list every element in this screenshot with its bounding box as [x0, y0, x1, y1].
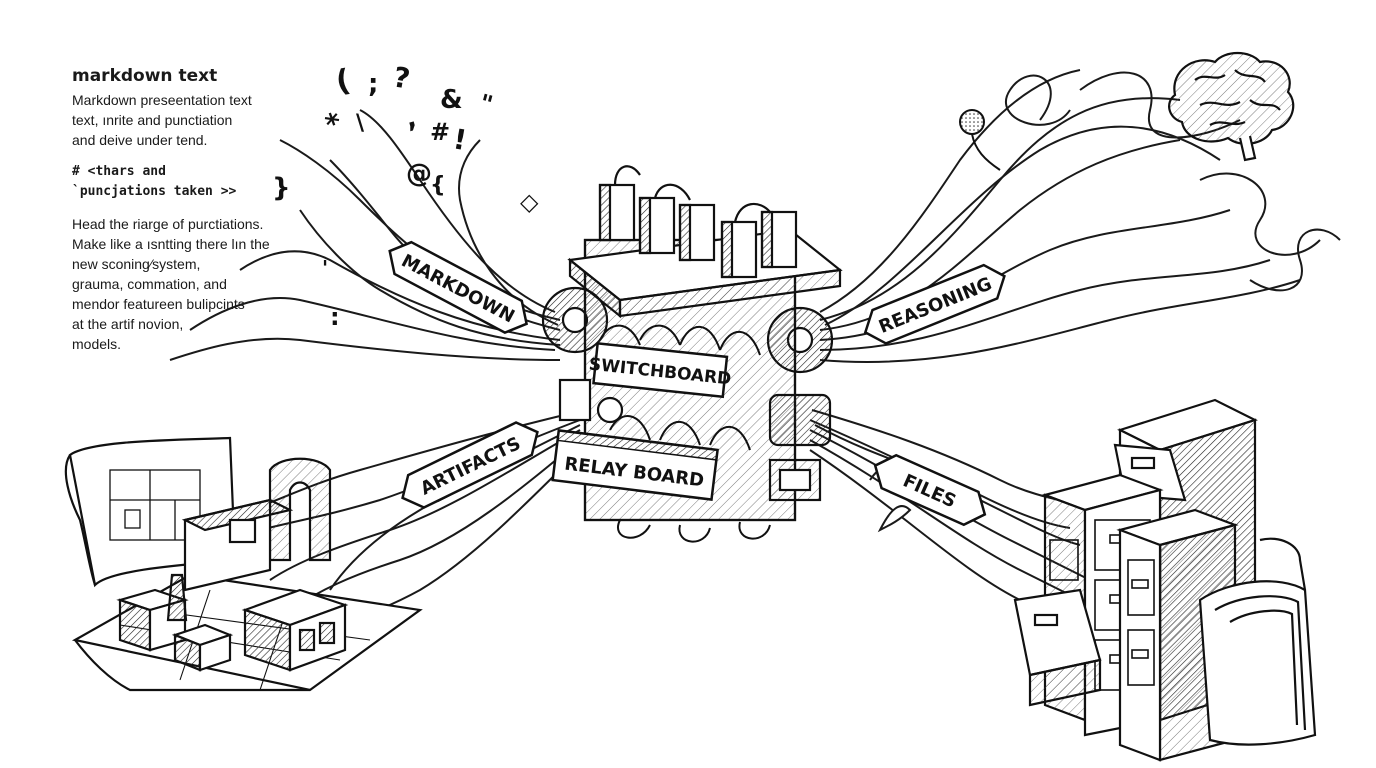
brain-icon	[1168, 51, 1295, 162]
switchboard-label-plate: SWITCHBOARD	[588, 341, 732, 399]
relay-board-label-plate: RELAY BOARD	[551, 429, 719, 501]
panel-code-snippet: # <thars and `puncjations taken >>	[72, 162, 332, 202]
punctuation-glyph: \	[356, 111, 365, 136]
markdown-text-panel: markdown text Markdown preseentation tex…	[72, 66, 332, 354]
text-line: new sconing⁄system,	[72, 256, 201, 272]
punctuation-glyph: @	[406, 159, 432, 189]
punctuation-glyph: #	[430, 118, 450, 146]
punctuation-glyph: '	[322, 256, 328, 280]
punctuation-glyph: (	[333, 63, 353, 100]
punctuation-glyph: ◇	[520, 188, 539, 216]
relay-modules	[598, 165, 798, 279]
text-line: Make like a ısntting there lın the	[72, 236, 270, 252]
punctuation-glyph: }	[272, 173, 291, 203]
punctuation-glyph: ,	[402, 103, 419, 135]
panel-title: markdown text	[72, 66, 218, 86]
text-line: and deive under tend.	[72, 132, 208, 148]
punctuation-glyph: {	[430, 173, 446, 198]
code-line: `puncjations taken >>	[72, 184, 237, 199]
text-line: text, ınrite and punctiation	[72, 112, 233, 128]
punctuation-glyph: :	[330, 303, 340, 331]
panel-paragraph-2: Head the riarge of purctiations. Make li…	[72, 214, 332, 354]
punctuation-glyph: ;	[368, 69, 378, 99]
text-line: at the artif novion,	[72, 316, 184, 332]
punctuation-glyph: ?	[391, 60, 413, 95]
punctuation-glyph: !	[451, 122, 469, 157]
lightbulb-icon	[959, 109, 1001, 171]
panel-paragraph-1: Markdown preseentation text text, ınrite…	[72, 90, 332, 150]
code-line: # <thars and	[72, 164, 166, 179]
punctuation-glyph: "	[476, 89, 495, 119]
punctuation-glyph: &	[440, 85, 463, 115]
text-line: grauma, commation, and	[72, 276, 227, 292]
text-line: Head the riarge of purctiations.	[72, 216, 264, 232]
text-line: mendor featureen bulipcints	[72, 296, 245, 312]
branch-tag-artifacts: ARTIFACTS	[401, 421, 539, 509]
text-line: Markdown preseentation text	[72, 92, 252, 108]
blueprint-icon	[64, 436, 423, 692]
filing-cabinet-icon	[1013, 398, 1317, 762]
text-line: models.	[72, 336, 122, 352]
